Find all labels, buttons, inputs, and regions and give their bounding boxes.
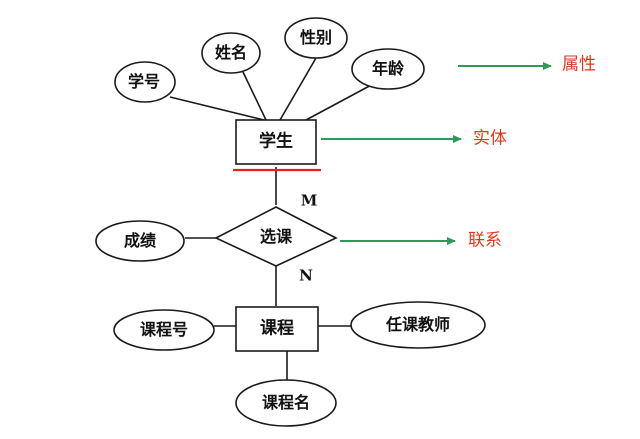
- attribute-name: 姓名: [214, 43, 248, 62]
- attribute-course-id: 课程号: [139, 320, 189, 339]
- attr-ellipse-grade: [95, 220, 185, 262]
- relationship-diamond-enroll: [214, 206, 338, 267]
- relationship-enroll: 选课: [259, 227, 293, 246]
- entity-box-student: [235, 119, 317, 165]
- attribute-age: 年龄: [371, 59, 405, 78]
- cardinality-m: M: [300, 191, 318, 210]
- attr-ellipse-teacher: [350, 301, 486, 349]
- attr-ellipse-course-id: [113, 309, 215, 351]
- attr-ellipse-name: [201, 32, 261, 74]
- attr-ellipse-student-id: [114, 61, 176, 103]
- attribute-teacher: 任课教师: [385, 315, 451, 334]
- attribute-student-id: 学号: [127, 72, 161, 91]
- attribute-course-name: 课程名: [261, 393, 311, 412]
- annotation-entity: 实体: [473, 128, 507, 149]
- attribute-grade: 成绩: [123, 231, 157, 250]
- connector-lines: [169, 57, 376, 380]
- attr-ellipse-course-name: [235, 379, 337, 427]
- entity-course: 课程: [260, 318, 294, 339]
- annotation-relationship: 联系: [468, 230, 502, 251]
- entity-student: 学生: [259, 131, 293, 152]
- connector-student-id: [169, 96, 265, 121]
- connector-name: [242, 71, 267, 121]
- attr-ellipse-gender: [284, 17, 348, 59]
- annotation-attribute: 属性: [562, 54, 596, 75]
- attribute-gender: 性别: [299, 28, 333, 47]
- entity-box-course: [235, 306, 319, 352]
- attr-ellipse-age: [351, 48, 425, 90]
- connector-gender: [279, 57, 317, 121]
- cardinality-n: N: [299, 266, 313, 285]
- connector-age: [305, 82, 376, 121]
